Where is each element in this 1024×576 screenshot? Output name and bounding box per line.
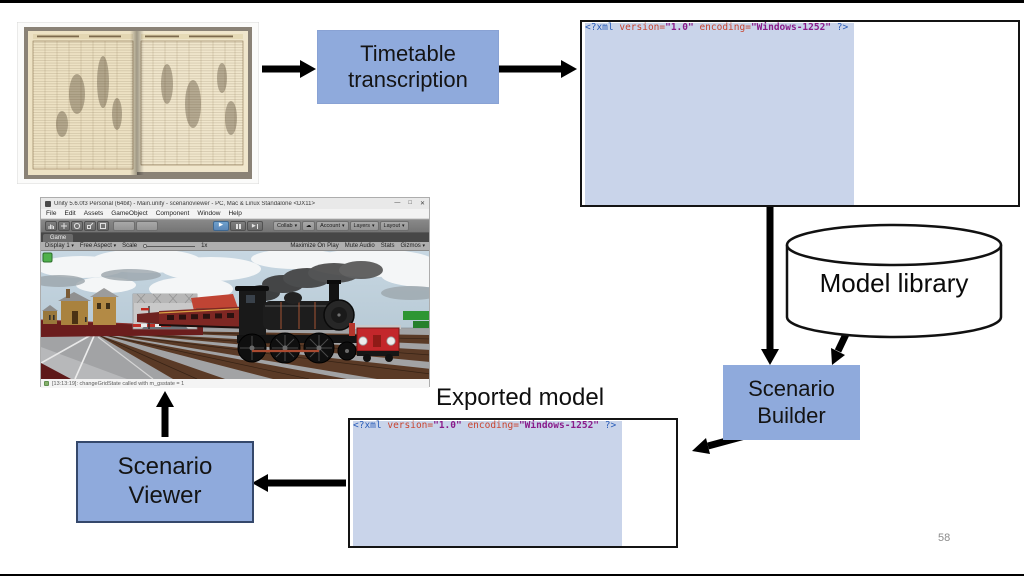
game-ui-green-button — [42, 252, 53, 263]
scale-slider — [143, 243, 196, 248]
scenario-builder-node: Scenario Builder — [723, 365, 860, 440]
pause-button-icon — [230, 221, 246, 231]
timetable-scan-image — [17, 22, 259, 184]
arrow-exported-to-viewer-icon — [252, 474, 346, 492]
step-button-icon: ▶ — [247, 221, 263, 231]
scenario-viewer-label-line1: Scenario — [117, 453, 213, 481]
gizmos-dropdown: Gizmos ▾ — [400, 243, 425, 249]
unity-titlebar: Unity 5.6.0f3 Personal (64bit) - Main.un… — [41, 198, 429, 209]
layers-dropdown: Layers▾ — [349, 221, 379, 231]
locomotive — [235, 280, 357, 364]
game-view-controls: Display 1 ▾ Free Aspect ▾ Scale 1x Maxim… — [41, 242, 429, 251]
chevron-down-icon: ▾ — [402, 222, 405, 229]
model-library-label: Model library — [819, 268, 969, 298]
arrow-transcription-to-xml-icon — [498, 60, 577, 78]
timetable-transcription-label-line2: transcription — [348, 67, 468, 92]
arrow-xml-to-builder-icon — [761, 207, 779, 365]
scale-value: 1x — [201, 243, 208, 249]
menu-help: Help — [228, 210, 242, 217]
exported-model-label: Exported model — [435, 384, 605, 411]
game-viewport — [41, 251, 429, 379]
maximize-on-play-toggle: Maximize On Play — [290, 243, 339, 249]
chevron-down-icon: ▾ — [422, 243, 425, 249]
move-tool-icon — [58, 221, 70, 231]
menu-file: File — [46, 210, 57, 217]
minimize-icon: — — [394, 200, 401, 206]
menu-window: Window — [197, 210, 221, 217]
arrow-viewer-to-unity-icon — [156, 391, 174, 437]
slide-top-border — [0, 0, 1024, 3]
scenario-xml-panel: <?xml version="1.0" encoding="Windows-12… — [348, 418, 678, 548]
scale-slider-knob — [143, 243, 148, 248]
game-tab-row: Game — [41, 233, 429, 242]
arrow-book-to-transcription-icon — [262, 60, 316, 78]
rect-tool-icon — [97, 221, 109, 231]
scenario-builder-label-line1: Scenario — [748, 376, 835, 402]
unity-menubar: File Edit Assets GameObject Component Wi… — [41, 209, 429, 219]
scenario-viewer-node: Scenario Viewer — [76, 441, 254, 523]
carriages — [137, 306, 254, 329]
timetable-transcription-label-line1: Timetable — [360, 40, 456, 66]
chevron-down-icon: ▾ — [372, 222, 375, 229]
unity-logo-icon — [45, 200, 51, 207]
pivot-toggle — [113, 221, 135, 231]
brake-van — [355, 325, 401, 362]
menu-edit: Edit — [64, 210, 76, 217]
aspect-dropdown: Free Aspect ▾ — [79, 243, 117, 249]
menu-assets: Assets — [83, 210, 104, 217]
station-buildings — [42, 288, 119, 325]
slide-bottom-border — [0, 573, 1024, 576]
timetable-transcription-node: Timetable transcription — [317, 30, 499, 104]
mute-audio-toggle: Mute Audio — [344, 243, 375, 249]
menu-component: Component — [155, 210, 190, 217]
play-button-icon: ▶ — [213, 221, 229, 231]
layout-dropdown: Layout▾ — [379, 221, 409, 231]
model-library-cylinder — [785, 223, 1003, 339]
collab-dropdown: Collab▾ — [273, 221, 302, 231]
unity-toolbar: ▶ ▶ Collab▾ ☁ Account▾ Layers▾ Layo — [41, 219, 429, 233]
maximize-icon: □ — [408, 200, 412, 206]
cloud-icon: ☁ — [302, 221, 316, 231]
chevron-down-icon: ▾ — [341, 222, 345, 229]
unity-window-title: Unity 5.6.0f3 Personal (64bit) - Main.un… — [54, 200, 316, 207]
scale-label: Scale — [122, 243, 138, 249]
console-message-icon — [44, 381, 49, 386]
close-icon: ✕ — [419, 201, 425, 207]
unity-statusbar: [13:13:19]: changeGridState called with … — [41, 379, 429, 388]
timetable-xml-panel: <?xml version="1.0" encoding="Windows-12… — [580, 20, 1020, 207]
unity-window-screenshot: Unity 5.6.0f3 Personal (64bit) - Main.un… — [40, 197, 430, 388]
account-dropdown: Account▾ — [316, 221, 349, 231]
hand-tool-icon — [45, 221, 57, 231]
train-scene-render — [41, 251, 429, 379]
rotate-tool-icon — [71, 221, 83, 231]
scenario-viewer-label-line2: Viewer — [128, 482, 202, 509]
pivot-rotation-toggle — [136, 221, 158, 231]
status-text: [13:13:19]: changeGridState called with … — [52, 380, 185, 387]
scale-tool-icon — [84, 221, 96, 231]
chevron-down-icon: ▾ — [294, 222, 298, 229]
chevron-down-icon: ▾ — [113, 243, 117, 249]
scenario-builder-label-line2: Builder — [757, 402, 826, 428]
tab-game: Game — [43, 234, 73, 242]
menu-gameobject: GameObject — [111, 210, 148, 217]
display-dropdown: Display 1 ▾ — [45, 243, 74, 249]
slide-page-number: 58 — [938, 532, 951, 544]
chevron-down-icon: ▾ — [71, 243, 74, 249]
stats-toggle: Stats — [380, 243, 395, 249]
